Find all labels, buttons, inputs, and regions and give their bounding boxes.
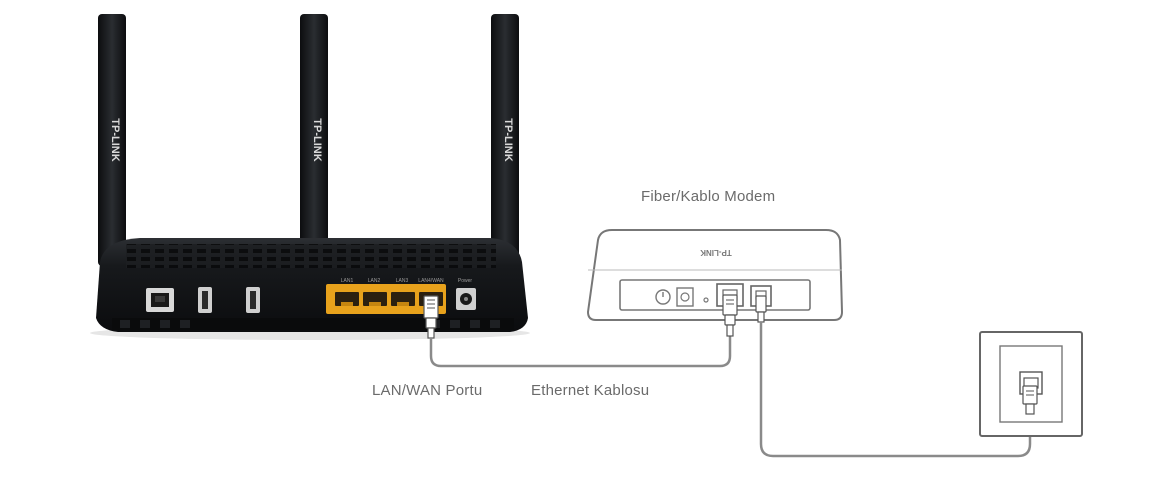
modem-brand: TP-LINK: [700, 248, 732, 257]
router: TP-LINK TP-LINK TP-LINK: [90, 14, 530, 340]
router-port-label-lan1: LAN1: [341, 278, 354, 284]
router-power-port: [456, 288, 476, 310]
router-ethernet-plug: [423, 295, 439, 339]
router-usb-port-1: [198, 287, 212, 313]
router-usb-port-2: [246, 287, 260, 313]
ethernet-cable: [429, 336, 732, 368]
lan-wan-port-label: LAN/WAN Portu: [372, 382, 483, 399]
modem-back-panel: [619, 279, 811, 311]
router-port-label-power: Power: [458, 278, 473, 284]
router-antenna-center: TP-LINK: [300, 14, 328, 266]
router-antenna-right: TP-LINK: [491, 14, 519, 266]
router-port-label-lan4-wan: LAN4/WAN: [418, 278, 444, 284]
router-dsl-port: [146, 288, 174, 312]
modem-phone-plug: [755, 295, 767, 323]
router-port-label-lan3: LAN3: [396, 278, 409, 284]
antenna-brand-center: TP-LINK: [311, 118, 323, 161]
modem-power-button-icon: [655, 289, 671, 305]
router-antenna-left: TP-LINK: [98, 14, 126, 266]
router-port-label-lan2: LAN2: [368, 278, 381, 284]
wall-phone-socket: [979, 331, 1083, 437]
modem: TP-LINK: [586, 229, 844, 337]
modem-label: Fiber/Kablo Modem: [641, 188, 776, 205]
antenna-brand-right: TP-LINK: [502, 118, 514, 161]
phone-cable: [759, 322, 1032, 458]
modem-power-jack: [676, 287, 694, 307]
modem-ethernet-plug: [722, 294, 738, 337]
antenna-brand-left: TP-LINK: [109, 118, 121, 161]
ethernet-cable-label: Ethernet Kablosu: [531, 382, 650, 399]
